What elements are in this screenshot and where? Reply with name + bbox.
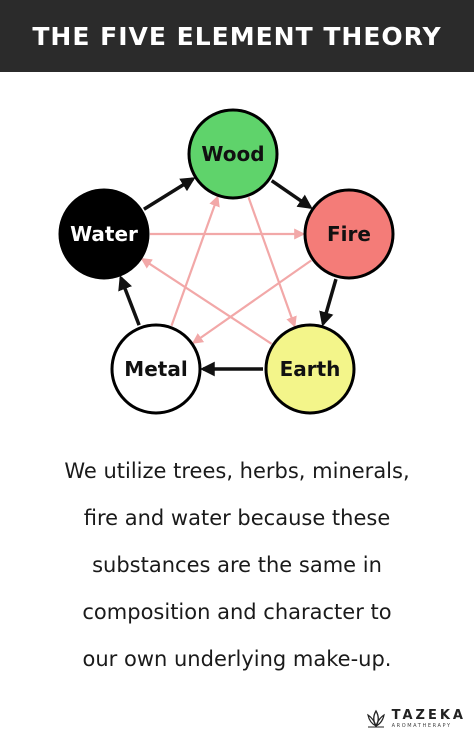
generating-arrow-fire-earth (319, 278, 338, 327)
description-line: composition and character to (82, 600, 392, 624)
element-node-earth: Earth (264, 323, 356, 415)
controlling-arrow-wood-earth (247, 196, 297, 328)
element-node-water: Water (58, 188, 150, 280)
element-circle-wood (187, 108, 279, 200)
description-line: substances are the same in (92, 553, 382, 577)
element-node-fire: Fire (303, 188, 395, 280)
description-line: fire and water because these (83, 506, 391, 530)
brand-logo: TAZEKA AROMATHERAPY (365, 708, 466, 729)
element-label-metal: Metal (124, 357, 187, 381)
generating-arrow-wood-fire (270, 179, 313, 209)
element-circle-water (58, 188, 150, 280)
element-circle-earth (264, 323, 356, 415)
element-circle-fire (303, 188, 395, 280)
description-text: We utilize trees, herbs, minerals, fire … (0, 448, 474, 683)
page-title: THE FIVE ELEMENT THEORY (32, 21, 442, 51)
controlling-arrow-metal-wood (170, 195, 220, 327)
element-label-wood: Wood (201, 142, 264, 166)
description-line: We utilize trees, herbs, minerals, (64, 459, 410, 483)
generating-arrow-metal-water (118, 275, 141, 326)
controlling-arrow-fire-metal (191, 259, 312, 344)
brand-name: TAZEKA (391, 708, 466, 723)
element-node-wood: Wood (187, 108, 279, 200)
brand-tagline: AROMATHERAPY (391, 723, 452, 729)
description-line: our own underlying make-up. (82, 647, 392, 671)
element-label-water: Water (70, 222, 138, 246)
element-node-metal: Metal (110, 323, 202, 415)
lotus-icon (366, 709, 385, 727)
element-label-earth: Earth (280, 357, 341, 381)
generating-arrow-water-wood (143, 177, 196, 211)
element-label-fire: Fire (327, 222, 371, 246)
controlling-arrow-earth-water (140, 258, 273, 345)
title-banner: THE FIVE ELEMENT THEORY (0, 0, 474, 72)
element-circle-metal (110, 323, 202, 415)
